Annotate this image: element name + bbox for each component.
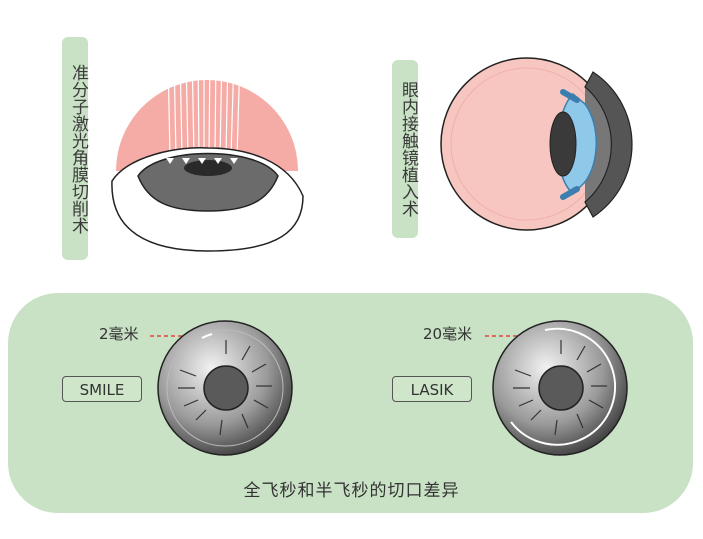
pupil [538,365,584,411]
panel-caption: 全飞秒和半飞秒的切口差异 [243,481,460,501]
natural-lens [549,111,577,177]
lasik-flap-incision [510,327,617,446]
smile-incision [201,333,213,339]
label-icl: 眼内接触镜植入术 [392,60,418,238]
pupil [184,160,232,176]
smile-tag: SMILE [62,376,142,402]
smile-eye-illustration [150,320,293,456]
icl-eyeball-illustration [440,57,633,231]
lasik-eye-illustration [485,320,628,456]
laser-glow [116,80,298,171]
laser-cornea-illustration [111,51,304,252]
laser-beams [167,51,241,157]
iris [137,152,279,212]
smile-incision-length: 2毫米 [99,325,139,343]
label-laser-keratectomy: 准分子激光角膜切削术 [62,37,88,260]
pupil [203,365,249,411]
lasik-incision-length: 20毫米 [423,325,473,343]
lasik-tag: LASIK [392,376,472,402]
